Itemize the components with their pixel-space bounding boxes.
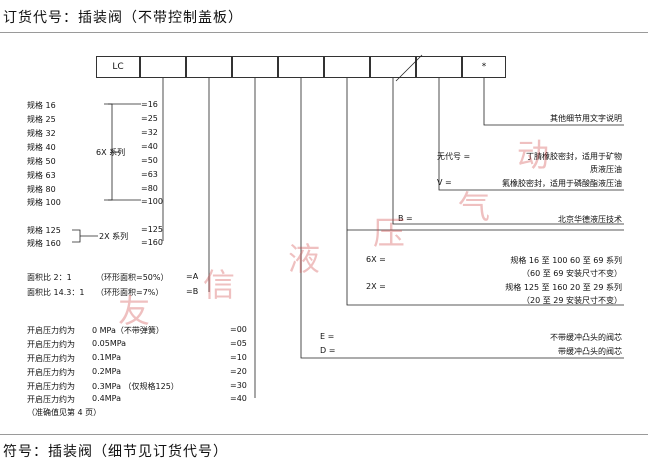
size-code: =25: [141, 114, 158, 123]
other-details-text: 其他细节用文字说明: [550, 114, 622, 123]
code-box-area-ratio: [186, 56, 232, 78]
size-code: =125: [141, 225, 163, 234]
pressure-value: 0.4MPa: [92, 394, 121, 403]
seal-none-key: 无代号 =: [437, 152, 471, 161]
seal-none-value-2: 质液压油: [590, 165, 622, 174]
size-label: 规格 50: [27, 157, 56, 166]
d-key: D =: [320, 346, 336, 355]
area-ratio-note: （环形面积=50%）: [96, 273, 169, 282]
size-label: 规格 63: [27, 171, 56, 180]
page-title: 订货代号：插装阀（不带控制盖板）: [3, 10, 243, 26]
size-label: 规格 80: [27, 185, 56, 194]
seal-none-value: 丁腈橡胶密封，适用于矿物: [526, 152, 622, 161]
area-ratio-code: =A: [186, 272, 199, 281]
series-6x-key: 6X =: [366, 255, 386, 264]
size-label: 规格 100: [27, 198, 61, 207]
series-6x-value-2: （60 至 69 安装尺寸不变）: [522, 269, 622, 278]
size-label: 规格 160: [27, 239, 61, 248]
pressure-label: 开启压力约为: [27, 368, 75, 377]
pressure-label: 开启压力约为: [27, 340, 75, 349]
code-box-lc: LC: [96, 56, 140, 78]
b-value: 北京华德液压技术: [558, 215, 622, 224]
area-ratio-label: 面积比 14.3：1: [27, 288, 85, 297]
pressure-code: =00: [230, 325, 247, 334]
size-code: =100: [141, 197, 163, 206]
series-6x-value: 规格 16 至 100 60 至 69 系列: [510, 256, 622, 265]
pressure-code: =10: [230, 353, 247, 362]
pressure-code: =40: [230, 394, 247, 403]
size-label: 规格 32: [27, 129, 56, 138]
code-box-other: *: [462, 56, 506, 78]
size-label: 规格 40: [27, 143, 56, 152]
pressure-value: 0 MPa（不带弹簧）: [92, 326, 164, 335]
code-box-spring: [232, 56, 278, 78]
pressure-note: （准确值见第 4 页）: [27, 408, 102, 417]
size-code: =50: [141, 156, 158, 165]
code-box-seal: [416, 56, 462, 78]
size-code: =40: [141, 142, 158, 151]
pressure-value: 0.1MPa: [92, 353, 121, 362]
size-label: 规格 125: [27, 226, 61, 235]
series-6x-label: 6X 系列: [96, 148, 126, 157]
size-code: =80: [141, 184, 158, 193]
order-code-header: 订货代号：插装阀（不带控制盖板）: [0, 0, 648, 33]
pressure-label: 开启压力约为: [27, 395, 75, 404]
watermark-char: 友: [118, 292, 151, 330]
series-2x-label: 2X 系列: [99, 232, 129, 241]
pressure-code: =30: [230, 381, 247, 390]
symbol-footer: 符号：插装阀（细节见订货代号）: [0, 434, 648, 469]
watermark-char: 压: [373, 214, 406, 252]
watermark-char: 气: [458, 188, 491, 226]
size-code: =16: [141, 100, 158, 109]
seal-v-value: 氟橡胶密封，适用于磷酸酯液压油: [502, 179, 622, 188]
pressure-value: 0.05MPa: [92, 339, 127, 348]
pressure-label: 开启压力约为: [27, 326, 75, 335]
pressure-label: 开启压力约为: [27, 382, 75, 391]
size-label: 规格 16: [27, 101, 56, 110]
series-2x-key: 2X =: [366, 282, 386, 291]
e-key: E =: [320, 332, 335, 341]
pressure-label: 开启压力约为: [27, 354, 75, 363]
pressure-value: 0.2MPa: [92, 367, 121, 376]
watermark-char: 液: [288, 240, 321, 278]
code-box-size: [140, 56, 186, 78]
d-value: 带缓冲凸头的阀芯: [558, 347, 622, 356]
pressure-value: 0.3MPa （仅规格125）: [92, 382, 179, 391]
code-box-b: [370, 56, 416, 78]
size-code: =160: [141, 238, 163, 247]
size-code: =63: [141, 170, 158, 179]
size-label: 规格 25: [27, 115, 56, 124]
code-box-poppet: [278, 56, 324, 78]
code-box-series: [324, 56, 370, 78]
area-ratio-code: =B: [186, 287, 199, 296]
pressure-code: =05: [230, 339, 247, 348]
series-2x-value-2: （20 至 29 安装尺寸不变）: [522, 296, 622, 305]
footer-title: 符号：插装阀（细节见订货代号）: [3, 444, 228, 460]
series-2x-value: 规格 125 至 160 20 至 29 系列: [505, 283, 622, 292]
area-ratio-label: 面积比 2：1: [27, 273, 72, 282]
b-key: B =: [398, 214, 413, 223]
area-ratio-note: （环形面积=7%）: [96, 288, 164, 297]
pressure-code: =20: [230, 367, 247, 376]
watermark-char: 动: [517, 136, 550, 174]
e-value: 不带缓冲凸头的阀芯: [550, 333, 622, 342]
seal-v-key: V =: [437, 178, 452, 187]
watermark-char: 信: [203, 266, 236, 304]
size-code: =32: [141, 128, 158, 137]
